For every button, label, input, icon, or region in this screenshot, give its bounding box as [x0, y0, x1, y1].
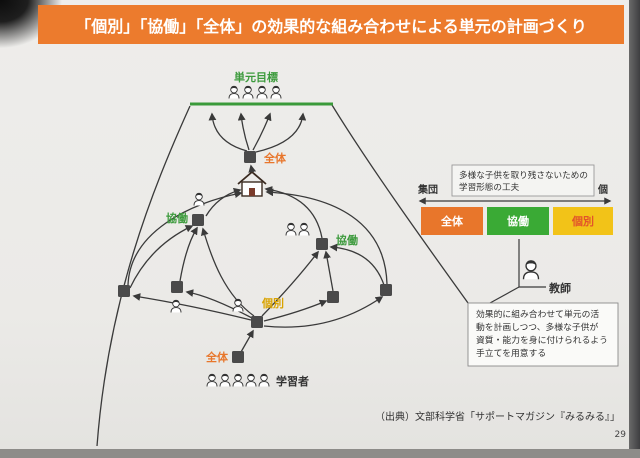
learners-label: 学習者 [276, 374, 309, 388]
teacher-note-line-4: 手立てを用意する [476, 347, 546, 359]
page-number: 29 [615, 430, 627, 440]
slide-title: 「個別」「協働」「全体」の効果的な組み合わせによる単元の計画づくり [75, 16, 587, 36]
student-icon [270, 85, 282, 99]
label-bottom-whole: 全体 [205, 350, 229, 364]
flow-arrow [323, 250, 334, 292]
flow-arrow [129, 225, 194, 289]
label-top-whole: 全体 [263, 151, 287, 165]
flow-arrow [127, 190, 243, 286]
legend-caption-line-1: 多様な子供を取り残さないための [459, 169, 588, 181]
activity-node-top-whole [244, 151, 256, 163]
flow-arrow [255, 112, 307, 153]
student-icon [170, 299, 182, 313]
teacher-note-box [467, 302, 619, 367]
activity-node-left-collab [192, 214, 204, 226]
teacher-note-line-2: 動を計画しつつ、多様な子供が [476, 321, 598, 333]
slide-title-bar: 「個別」「協働」「全体」の効果的な組み合わせによる単元の計画づくり [38, 5, 624, 44]
form-box-individual [553, 207, 613, 235]
activity-node-row-2 [171, 281, 183, 293]
activity-node-bottom-whole [232, 351, 244, 363]
teacher-label: 教師 [548, 281, 571, 295]
label-individual: 個別 [261, 296, 284, 310]
student-icon [285, 222, 297, 236]
flow-arrow [240, 329, 254, 353]
flow-arrow [208, 112, 248, 152]
goal-students-group [228, 85, 282, 99]
student-icon [219, 373, 231, 387]
teacher-icon [522, 259, 540, 280]
flow-arrow [264, 186, 323, 239]
student-icon [206, 373, 218, 387]
photo-right-edge [629, 0, 640, 458]
activity-node-individual [251, 316, 263, 328]
legend-caption-line-2: 学習形態の工夫 [459, 181, 520, 193]
form-box-collab [487, 207, 549, 235]
axis-label-group: 集団 [417, 183, 438, 196]
axis-label-individual: 個 [597, 183, 608, 196]
form-label-whole: 全体 [440, 214, 464, 228]
legend-caption-box [451, 164, 595, 197]
activity-node-row-1 [118, 285, 130, 297]
learners-group [206, 373, 270, 387]
flow-arrow [263, 296, 384, 328]
classroom-house-icon [237, 170, 267, 197]
flow-arrow [329, 243, 385, 286]
source-citation: （出典）文部科学省「サポートマガジン『みるみる』」 [375, 410, 620, 423]
form-box-whole [421, 207, 483, 235]
mountain-right-slope [331, 104, 469, 304]
flow-arrow [237, 112, 250, 151]
form-label-individual: 個別 [571, 214, 594, 228]
student-icon [193, 192, 205, 206]
student-icon [228, 85, 240, 99]
photo-bottom-edge [0, 449, 640, 458]
label-right-collab: 協働 [336, 233, 358, 247]
student-icon [258, 373, 270, 387]
flow-arrow [263, 299, 328, 322]
flow-arrow [261, 250, 319, 317]
activity-node-right-collab [316, 238, 328, 250]
flow-arrow [185, 289, 253, 319]
flow-arrow [200, 227, 255, 317]
activity-node-row-3 [327, 291, 339, 303]
teacher-note-line-3: 資質・能力を身に付けられるよう [476, 334, 608, 346]
label-left-collab: 協働 [166, 211, 188, 225]
flow-arrow [248, 164, 257, 173]
teacher-note-line-1: 効果的に組み合わせて単元の活 [476, 308, 599, 320]
student-icon [232, 373, 244, 387]
teacher-note-connector [489, 286, 520, 304]
form-label-collab: 協働 [507, 214, 529, 228]
flow-arrow [252, 112, 272, 151]
student-icon [242, 85, 254, 99]
flow-arrow [179, 226, 198, 282]
mountain-left-slope [96, 105, 191, 447]
student-icon [256, 85, 268, 99]
flow-arrow [132, 293, 252, 321]
student-icon [298, 222, 310, 236]
student-icon [245, 373, 257, 387]
flow-arrow [265, 188, 388, 285]
unit-goal-label: 単元目標 [234, 70, 278, 84]
activity-node-row-4 [380, 284, 392, 296]
